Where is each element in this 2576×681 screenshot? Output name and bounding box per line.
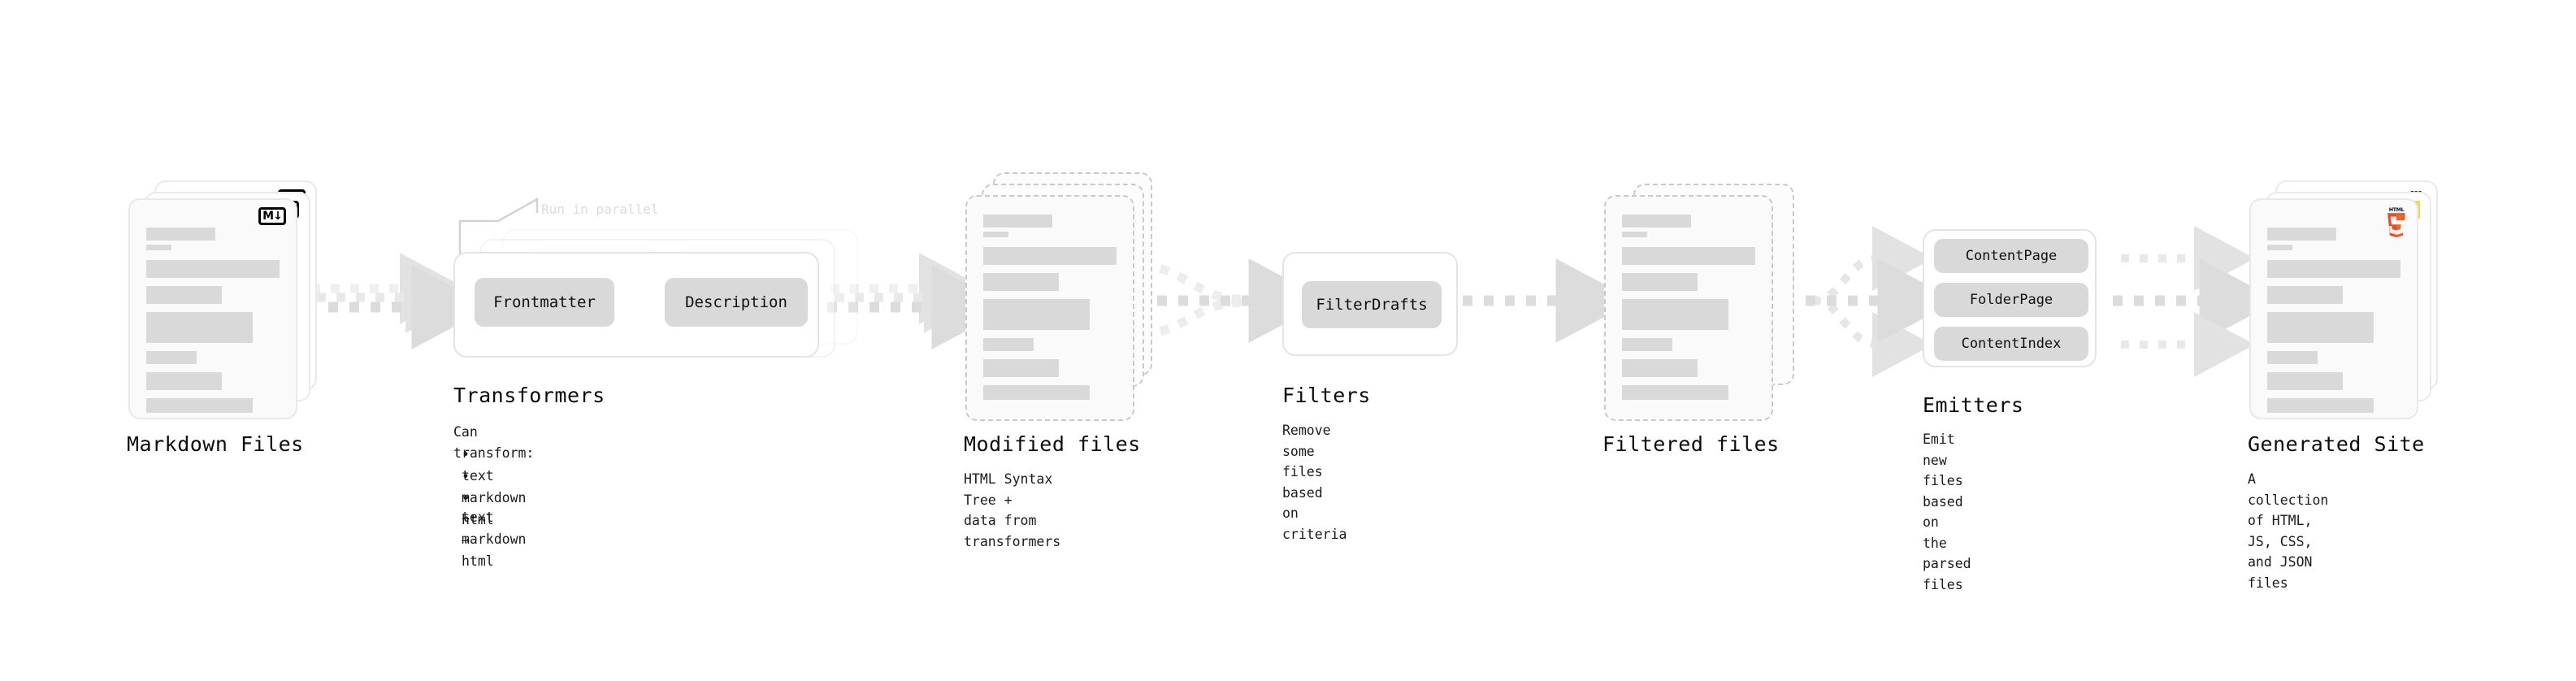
transformer-box-front: Frontmatter Description [453, 252, 819, 358]
filtered-files-title: Filtered files [1602, 432, 1780, 456]
transformers-bullet-0: • text → text [462, 447, 494, 525]
emitters-chip-contentpage[interactable]: ContentPage [1934, 239, 2088, 273]
svg-text:HTML: HTML [2389, 207, 2405, 213]
skeleton-bar [1622, 338, 1673, 351]
skeleton-bar [983, 338, 1034, 351]
skeleton-bar [146, 372, 223, 390]
skeleton-bar [983, 385, 1091, 400]
skeleton-bar [983, 247, 1117, 265]
transformers-title: Transformers [453, 384, 605, 407]
skeleton-bar [146, 245, 172, 250]
markdown-skeleton [146, 228, 280, 413]
skeleton-bar [146, 286, 223, 304]
skeleton-bar [2267, 351, 2318, 364]
generated-card-front: HTML [2249, 198, 2418, 419]
skeleton-bar [983, 273, 1060, 291]
skeleton-bar [983, 299, 1091, 330]
markdown-card-front: M↓ [128, 198, 297, 419]
modified-files-title: Modified files [964, 432, 1141, 456]
skeleton-bar [2267, 398, 2374, 413]
filters-chip-filterdrafts[interactable]: FilterDrafts [1302, 281, 1442, 328]
emitters-title: Emitters [1923, 393, 2024, 417]
skeleton-bar [1622, 385, 1729, 400]
skeleton-bar [1622, 215, 1692, 228]
skeleton-bar [1622, 232, 1648, 237]
skeleton-bar [2267, 228, 2337, 241]
transformer-chip-frontmatter[interactable]: Frontmatter [475, 278, 614, 327]
arrow-emitters-to-generated [2113, 226, 2279, 377]
emitters-chip-contentindex[interactable]: ContentIndex [1934, 327, 2088, 361]
markdown-badge: M↓ [258, 207, 286, 225]
skeleton-bar [1622, 273, 1698, 291]
html5-badge: HTML [2384, 206, 2409, 241]
skeleton-bar [2267, 312, 2374, 343]
generated-site-title: Generated Site [2248, 432, 2425, 456]
skeleton-bar [146, 312, 254, 343]
arrow-transformers-to-modified [827, 253, 1011, 349]
arrow-markdown-to-transformers [307, 253, 491, 349]
arrow-modified-to-filters [1136, 258, 1328, 343]
filters-desc: Remove some files based on criteria [1282, 423, 1347, 542]
html5-icon: HTML [2387, 207, 2405, 237]
emitters-desc: Emit new files based on the parsed files [1923, 432, 1971, 592]
skeleton-bar [1622, 299, 1729, 330]
arrow-filtered-to-emitters [1785, 226, 1957, 377]
transformers-bullet-1: • markdown → markdown [462, 469, 527, 547]
filtered-skeleton [1622, 215, 1755, 400]
skeleton-bar [2267, 260, 2400, 278]
skeleton-bar [146, 398, 254, 413]
modified-skeleton [983, 215, 1117, 400]
skeleton-bar [983, 359, 1060, 377]
emitters-box: ContentPage FolderPage ContentIndex [1923, 229, 2097, 367]
skeleton-bar [983, 215, 1053, 228]
skeleton-bar [146, 260, 280, 278]
filters-box: FilterDrafts [1282, 252, 1458, 356]
skeleton-bar [2267, 245, 2293, 250]
skeleton-bar [1622, 247, 1755, 265]
run-in-parallel-label: Run in parallel [541, 202, 659, 217]
modified-card-front [965, 195, 1134, 421]
skeleton-bar [146, 351, 197, 364]
generated-skeleton [2267, 228, 2400, 413]
skeleton-bar [2267, 372, 2344, 390]
skeleton-bar [1622, 359, 1698, 377]
transformers-bullet-2: • html → html [462, 491, 494, 569]
skeleton-bar [2267, 286, 2344, 304]
markdown-files-title: Markdown Files [127, 432, 304, 456]
filters-title: Filters [1282, 384, 1371, 407]
emitters-chip-folderpage[interactable]: FolderPage [1934, 283, 2088, 317]
modified-files-desc: HTML Syntax Tree + data from transformer… [964, 471, 1061, 549]
transformer-chip-description[interactable]: Description [665, 278, 808, 327]
skeleton-bar [146, 228, 216, 241]
transformers-desc-heading: Can transform: [453, 424, 535, 461]
generated-site-desc: A collection of HTML, JS, CSS, and JSON … [2248, 471, 2329, 591]
run-in-parallel-bracket [458, 197, 539, 257]
skeleton-bar [983, 232, 1009, 237]
filtered-card-front [1604, 195, 1773, 421]
